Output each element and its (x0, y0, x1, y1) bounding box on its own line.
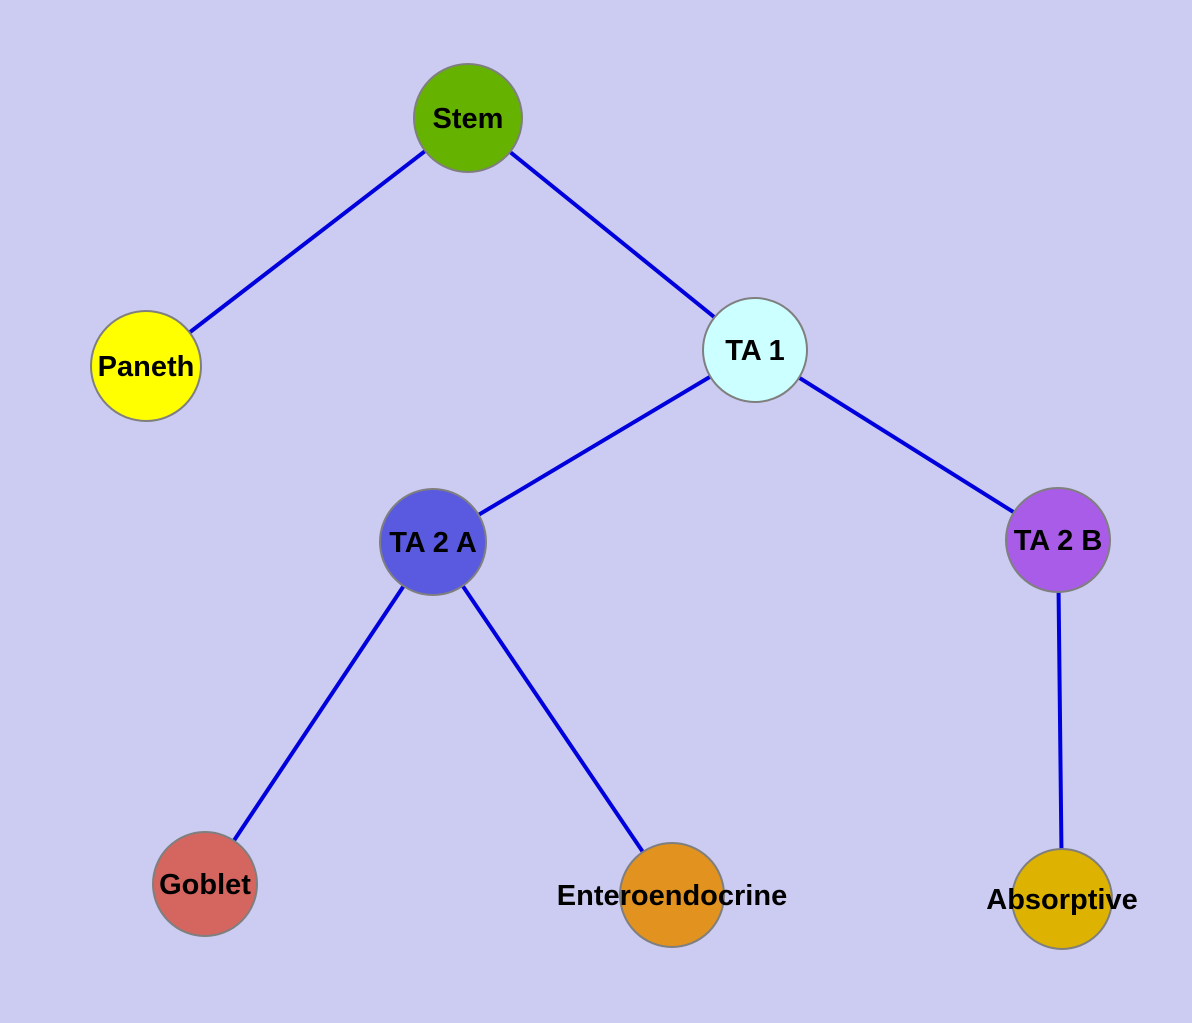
edge-ta1-ta2b (753, 348, 1060, 542)
edge-stem-paneth (144, 116, 470, 368)
node-circle-paneth[interactable] (90, 310, 202, 422)
node-circle-enteroendocrine[interactable] (619, 842, 725, 948)
node-circle-ta2a[interactable] (379, 488, 487, 596)
node-ta2a[interactable]: TA 2 A (379, 488, 487, 596)
node-circle-ta2b[interactable] (1005, 487, 1111, 593)
edge-ta2a-enteroendocrine (431, 540, 674, 897)
node-paneth[interactable]: Paneth (90, 310, 202, 422)
node-ta2b[interactable]: TA 2 B (1005, 487, 1111, 593)
edge-stem-ta1 (466, 116, 757, 352)
node-stem[interactable]: Stem (413, 63, 523, 173)
edge-layer (144, 116, 1064, 900)
edge-ta2b-absorptive (1056, 539, 1064, 900)
node-circle-goblet[interactable] (152, 831, 258, 937)
node-circle-absorptive[interactable] (1011, 848, 1113, 950)
node-ta1[interactable]: TA 1 (702, 297, 808, 403)
node-circle-stem[interactable] (413, 63, 523, 173)
node-goblet[interactable]: Goblet (152, 831, 258, 937)
node-circle-ta1[interactable] (702, 297, 808, 403)
edge-ta1-ta2a (431, 348, 757, 544)
edge-ta2a-goblet (203, 540, 435, 886)
